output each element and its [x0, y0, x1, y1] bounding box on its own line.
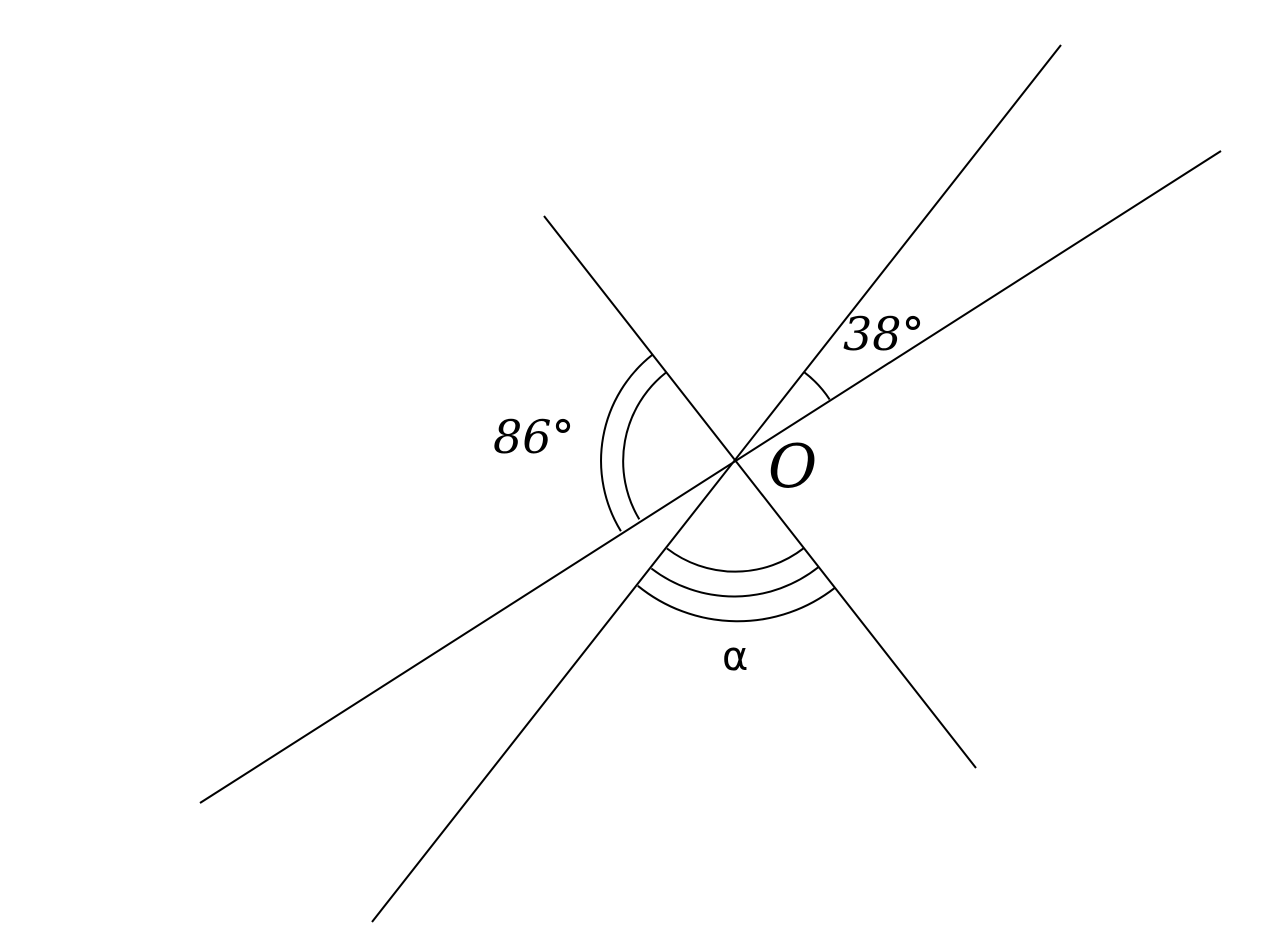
angle-arc-86-inner	[622, 371, 667, 520]
angle-arc-38	[803, 371, 831, 400]
angle-label-86: 86°	[493, 410, 575, 464]
angle-arc-alpha-3	[637, 585, 836, 623]
angle-arc-alpha-1	[666, 547, 805, 573]
line-shallow	[199, 150, 1222, 804]
angle-label-alpha: α	[722, 634, 748, 680]
angle-arc-86-outer	[600, 354, 653, 532]
point-label-o: O	[768, 432, 817, 502]
line-descending	[543, 215, 977, 769]
line-steep	[371, 44, 1062, 923]
angle-label-38: 38°	[843, 307, 925, 361]
angle-arc-alpha-2	[650, 566, 820, 598]
